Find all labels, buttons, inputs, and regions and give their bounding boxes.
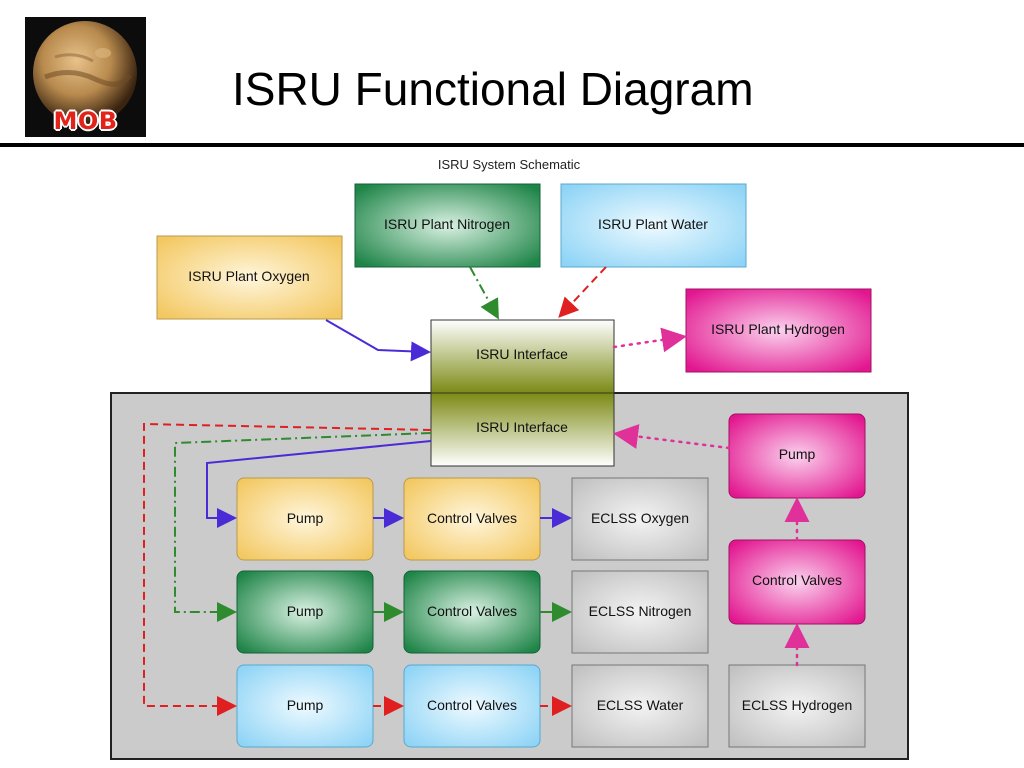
nitrogen-valves-label: Control Valves <box>427 603 517 619</box>
mob-logo: MOB <box>25 17 146 137</box>
water-pump-box: Pump <box>236 664 374 748</box>
water-valves-label: Control Valves <box>427 697 517 713</box>
water-valves-box: Control Valves <box>403 664 541 748</box>
plant-water-box: ISRU Plant Water <box>560 183 747 268</box>
interface-to-hydrogen-plant-arrow <box>612 327 687 353</box>
eclss-oxygen-box: ECLSS Oxygen <box>571 477 709 561</box>
hydrogen-pump-label: Pump <box>779 446 816 462</box>
oxygen-pump-box: Pump <box>236 477 374 561</box>
schematic-title: ISRU System Schematic <box>438 157 581 172</box>
plant-nitrogen-label: ISRU Plant Nitrogen <box>384 216 510 232</box>
plant-oxygen-box: ISRU Plant Oxygen <box>156 235 343 320</box>
plant-water-label: ISRU Plant Water <box>598 216 708 232</box>
water-pump-label: Pump <box>287 697 324 713</box>
hydrogen-valves-box: Control Valves <box>728 539 866 625</box>
slide-title: ISRU Functional Diagram <box>232 63 754 115</box>
mars-globe-icon <box>25 17 146 137</box>
plant-hydrogen-box: ISRU Plant Hydrogen <box>685 288 872 373</box>
nitrogen-interface-to-pump-arrow <box>174 432 432 622</box>
eclss-nitrogen-box: ECLSS Nitrogen <box>571 570 709 654</box>
isru-interface-lower-label: ISRU Interface <box>476 419 568 435</box>
eclss-oxygen-label: ECLSS Oxygen <box>591 510 689 526</box>
oxygen-valves-label: Control Valves <box>427 510 517 526</box>
oxygen-interface-to-pump-arrow <box>206 440 432 528</box>
hydrogen-valves-label: Control Valves <box>752 572 842 588</box>
nitrogen-valves-box: Control Valves <box>403 570 541 654</box>
eclss-water-label: ECLSS Water <box>597 697 684 713</box>
isru-interface-lower: ISRU Interface <box>430 392 615 467</box>
plant-nitrogen-box: ISRU Plant Nitrogen <box>354 183 541 268</box>
hydrogen-pump-to-interface-arrow <box>613 424 731 450</box>
plant-oxygen-label: ISRU Plant Oxygen <box>188 268 309 284</box>
oxygen-plant-to-interface-arrow <box>325 319 431 362</box>
isru-interface-upper-label: ISRU Interface <box>476 346 568 362</box>
hydrogen-pump-box: Pump <box>728 413 866 499</box>
nitrogen-plant-to-interface-arrow <box>469 266 499 320</box>
eclss-hydrogen-label: ECLSS Hydrogen <box>742 697 853 713</box>
water-plant-to-interface-arrow <box>558 266 607 318</box>
title-divider <box>0 143 1024 147</box>
nitrogen-pump-box: Pump <box>236 570 374 654</box>
plant-hydrogen-label: ISRU Plant Hydrogen <box>711 321 845 337</box>
logo-text: MOB <box>53 107 118 135</box>
eclss-hydrogen-box: ECLSS Hydrogen <box>728 664 866 748</box>
oxygen-valves-box: Control Valves <box>403 477 541 561</box>
isru-interface-upper: ISRU Interface <box>430 319 615 394</box>
oxygen-pump-label: Pump <box>287 510 324 526</box>
eclss-nitrogen-label: ECLSS Nitrogen <box>589 603 692 619</box>
water-interface-to-pump-arrow <box>143 422 432 716</box>
nitrogen-pump-label: Pump <box>287 603 324 619</box>
eclss-water-box: ECLSS Water <box>571 664 709 748</box>
